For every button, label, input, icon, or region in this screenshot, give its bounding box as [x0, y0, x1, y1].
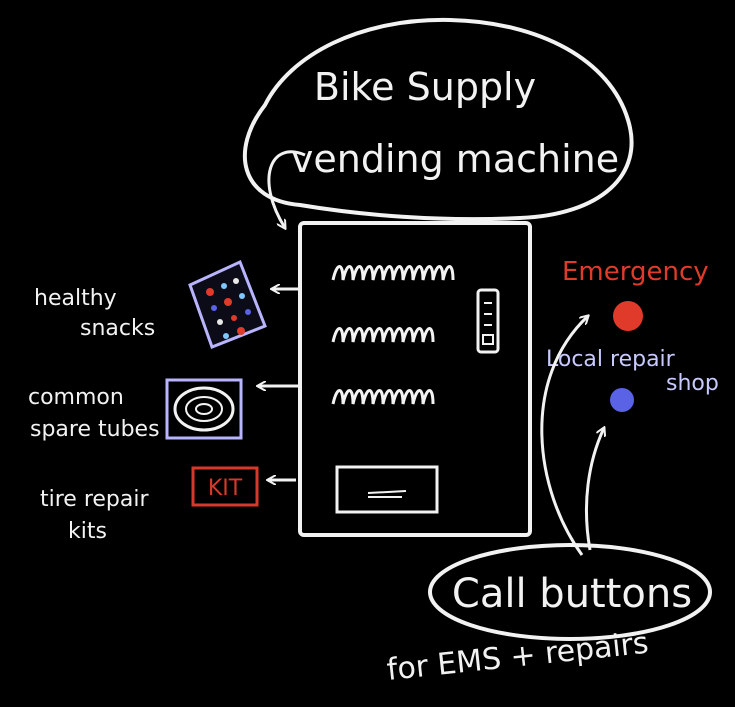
item-label-snacks-2: snacks: [80, 316, 155, 341]
spare-tube-icon: [165, 378, 243, 440]
keypad-panel: [476, 288, 500, 354]
item-label-snacks-1: healthy: [34, 286, 117, 311]
repair-kit-icon: KIT: [191, 466, 259, 507]
callout-bubble: [428, 543, 712, 641]
snack-bag-icon: [188, 259, 267, 349]
product-row-1: [331, 265, 455, 281]
product-row-3: [331, 389, 435, 405]
dispenser-slot: [335, 465, 439, 514]
repair-button: [610, 388, 634, 412]
emergency-button: [613, 301, 643, 331]
item-label-kits-2: kits: [68, 519, 107, 544]
repair-label-1: Local repair: [546, 347, 676, 372]
title-line-2: vending machine: [291, 137, 619, 181]
product-row-2: [331, 327, 435, 343]
repair-kit-badge: KIT: [208, 476, 243, 501]
arrow-to-repair: [585, 428, 604, 551]
vending-machine: [298, 221, 532, 537]
arrow-to-emergency: [540, 316, 588, 556]
item-label-tubes-2: spare tubes: [30, 417, 160, 442]
title-arrow: [267, 150, 306, 228]
title-line-1: Bike Supply: [314, 65, 536, 109]
repair-label-2: shop: [666, 371, 719, 396]
title-bubble: [242, 17, 634, 222]
item-label-tubes-1: common: [28, 385, 124, 410]
callout-label: Call buttons: [452, 571, 692, 617]
item-label-kits-1: tire repair: [40, 487, 149, 512]
emergency-label: Emergency: [562, 257, 709, 287]
